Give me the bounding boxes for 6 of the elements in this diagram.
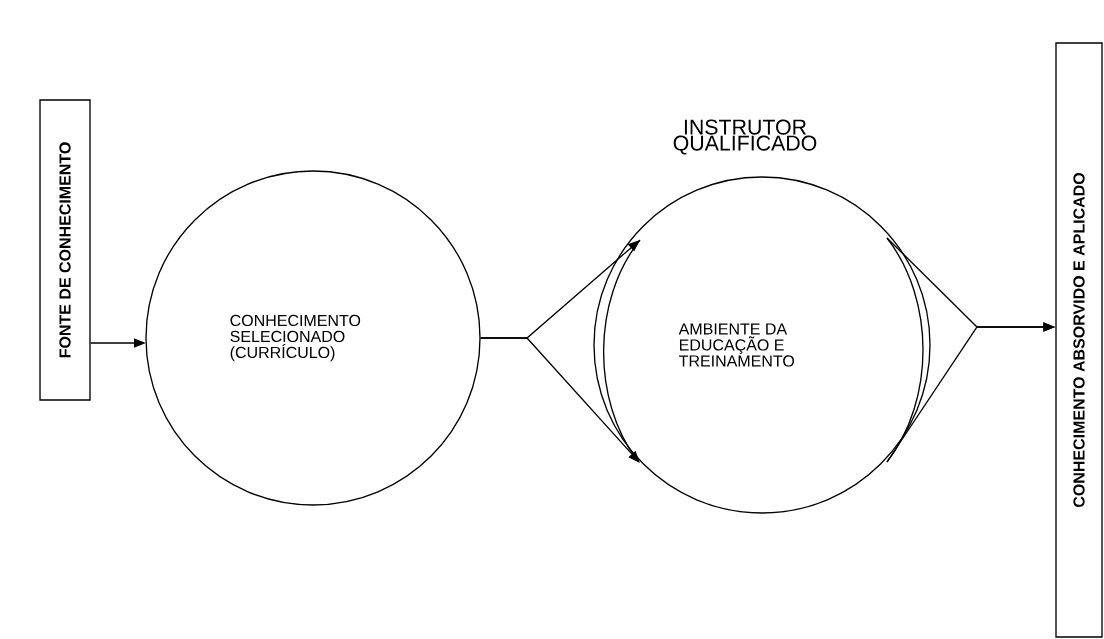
arrow bbox=[480, 337, 640, 463]
vertical-box: CONHECIMENTO ABSORVIDO E APLICADO bbox=[1055, 42, 1103, 638]
heading: INSTRUTOR QUALIFICADO bbox=[673, 119, 817, 155]
circle-node: CONHECIMENTO SELECIONADO (CURRÍCULO) bbox=[145, 170, 481, 506]
vertical-box: FONTE DE CONHECIMENTO bbox=[39, 99, 91, 401]
circle-node: AMBIENTE DA EDUCAÇÃO E TREINAMENTO bbox=[593, 176, 931, 514]
